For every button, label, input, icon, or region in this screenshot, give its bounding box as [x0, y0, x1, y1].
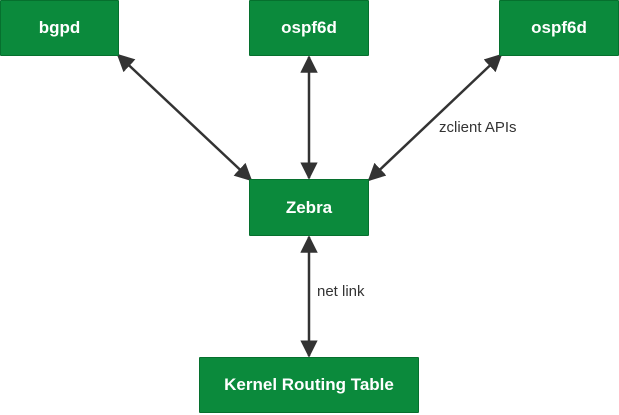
node-ospf6d-center-label: ospf6d: [281, 18, 337, 37]
node-kernel-routing-table: Kernel Routing Table: [199, 357, 419, 413]
arrow-bgpd-zebra: [116, 53, 253, 182]
node-zebra-label: Zebra: [285, 197, 333, 217]
label-net-link: net link: [317, 283, 365, 300]
node-bgpd-label: bgpd: [38, 18, 81, 37]
node-ospf6d-right-label: ospf6d: [531, 18, 587, 37]
node-bgpd: bgpd: [0, 0, 119, 56]
label-zclient-apis: zclient APIs: [439, 119, 517, 136]
node-kernel-label: Kernel Routing Table: [224, 375, 394, 394]
arrow-ospf6d-right-zebra: [367, 53, 503, 182]
node-zebra: Zebra: [249, 179, 369, 236]
node-ospf6d-right: ospf6d: [499, 0, 619, 56]
node-ospf6d-center: ospf6d: [249, 0, 369, 56]
